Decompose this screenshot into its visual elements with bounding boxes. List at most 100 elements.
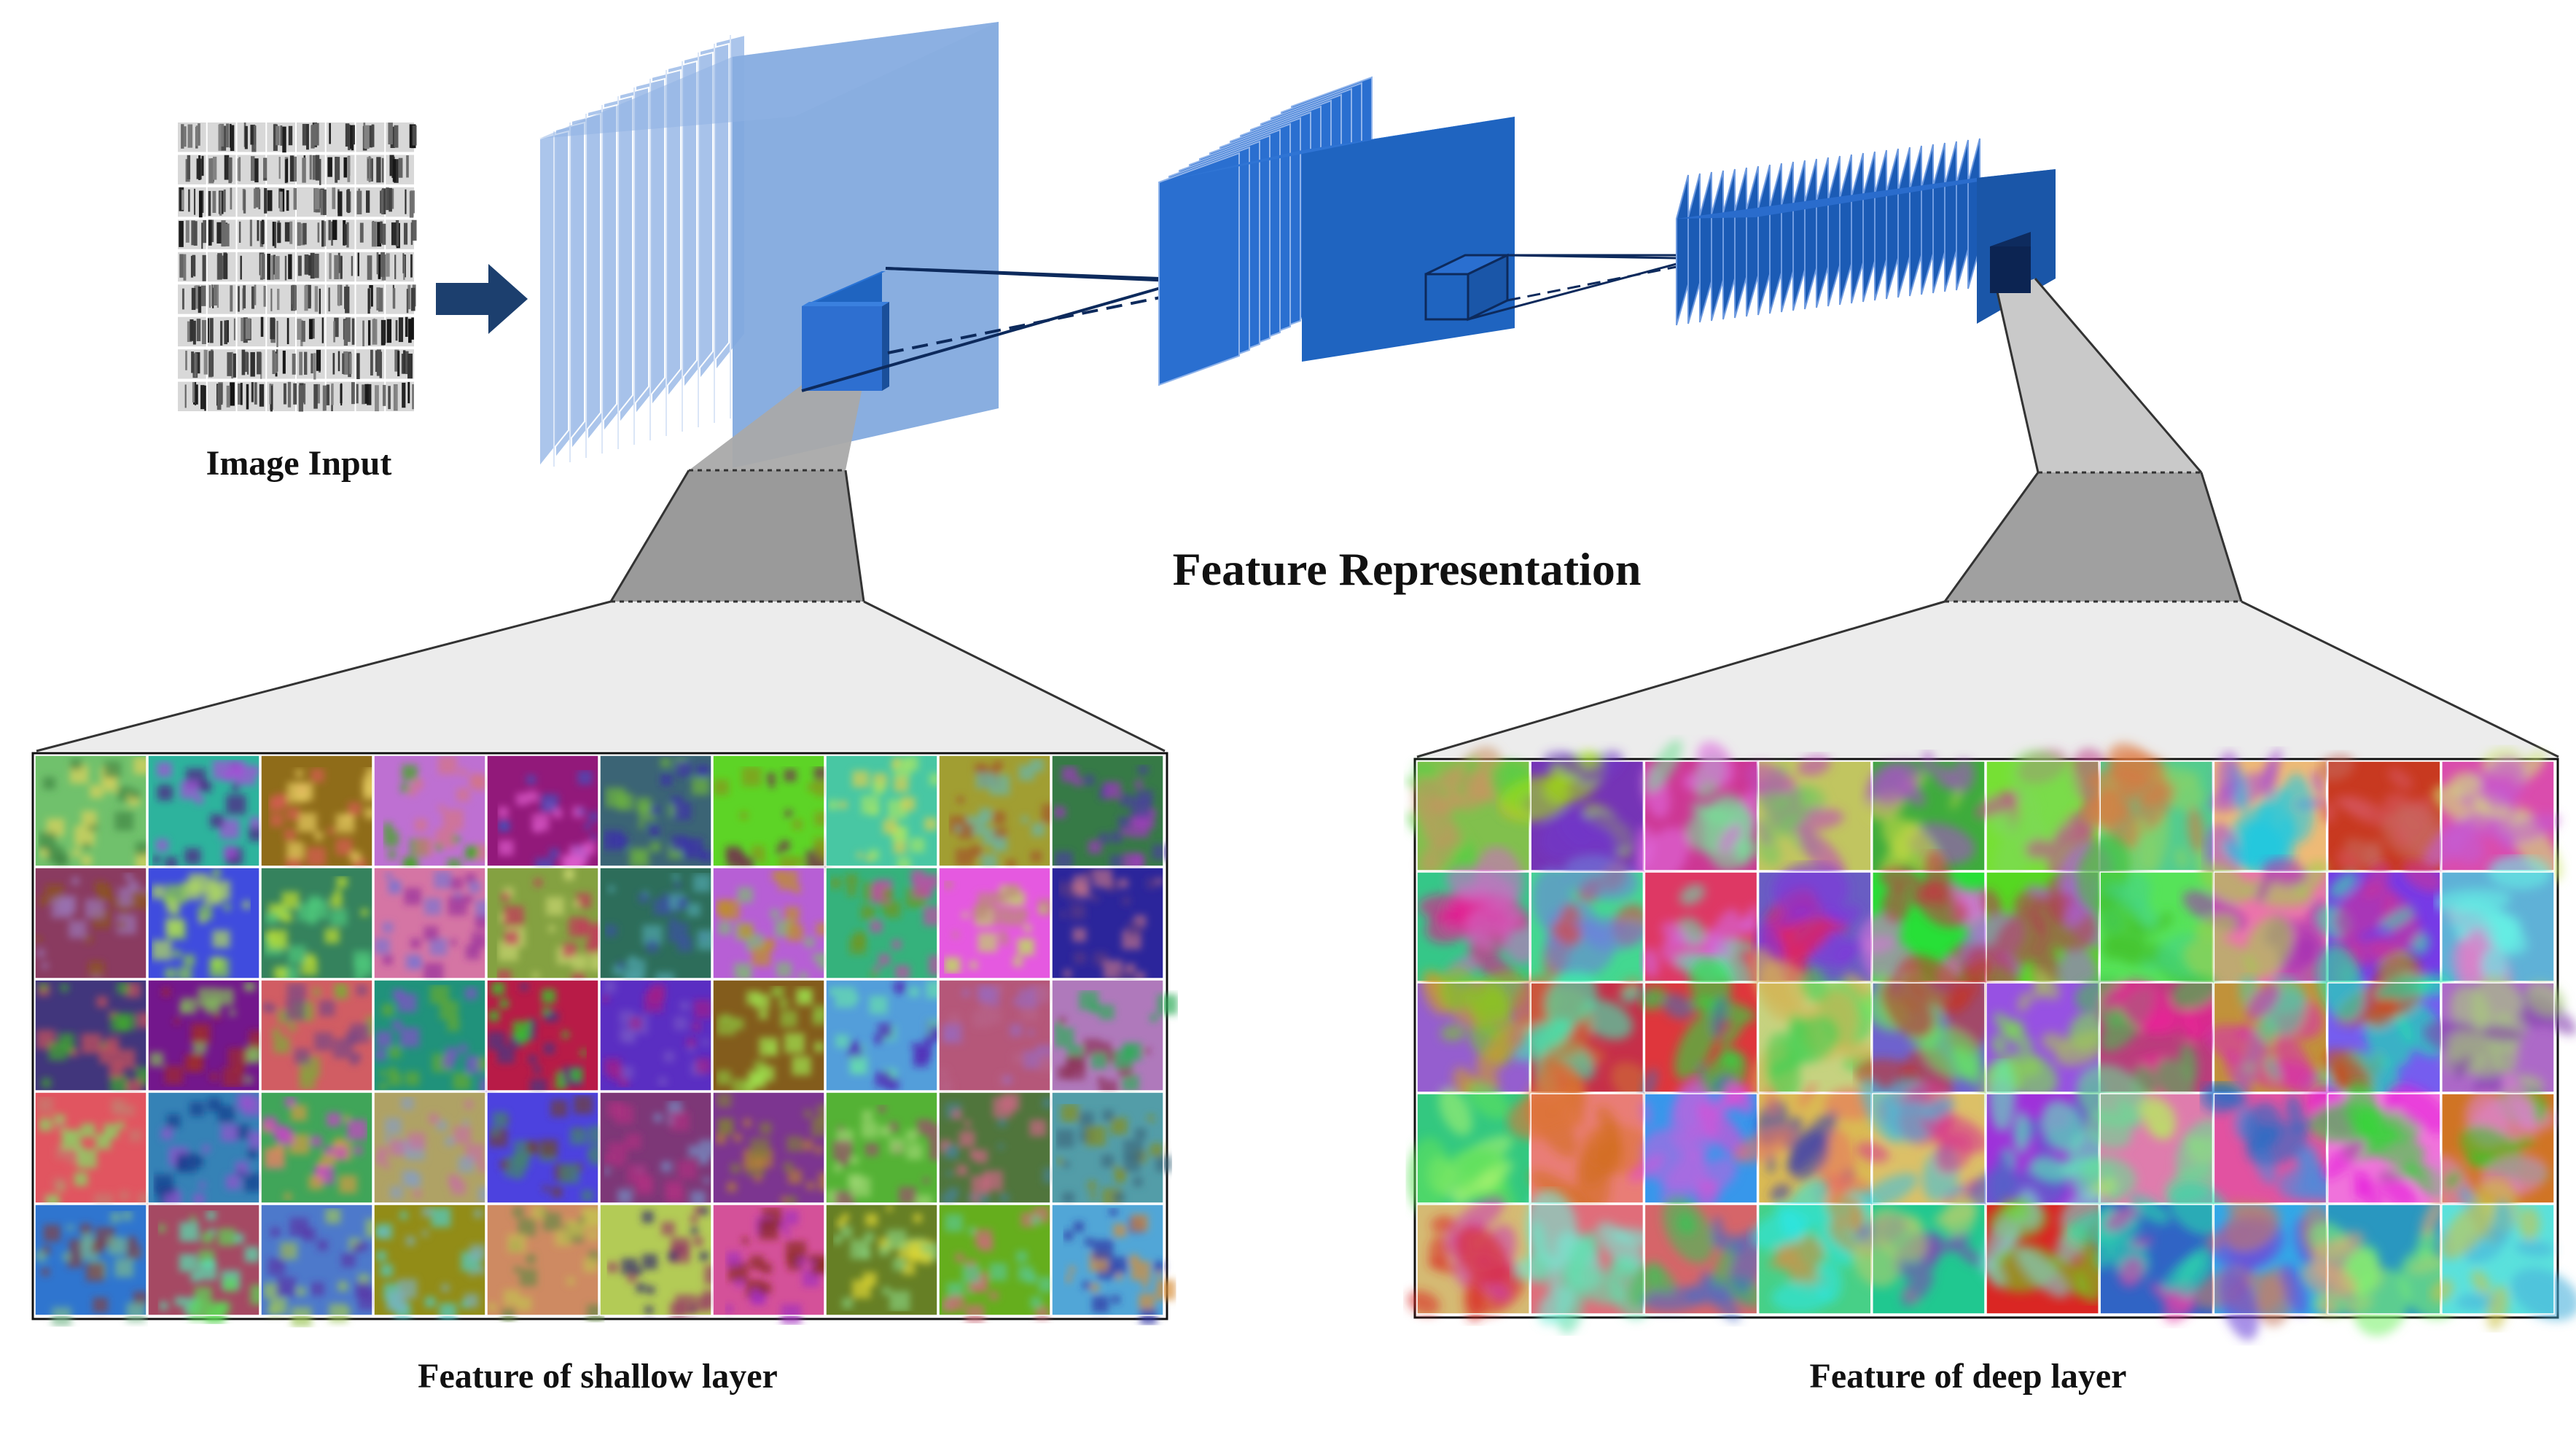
shallow-feature-grid	[31, 752, 1178, 1328]
input-thumbnail	[297, 122, 325, 152]
feature-map-tile	[599, 979, 713, 1091]
feature-map-tile	[1755, 862, 1872, 996]
input-thumbnail	[178, 284, 206, 314]
input-thumbnail	[237, 349, 266, 379]
input-thumbnail	[326, 381, 355, 412]
input-thumbnail	[267, 155, 298, 184]
input-thumbnail	[326, 252, 355, 282]
feature-map-tile	[1979, 1188, 2107, 1315]
feature-map-tile	[712, 755, 835, 873]
feature-map-tile	[599, 1204, 724, 1318]
layer-slice	[1769, 163, 1782, 314]
feature-map-tile	[147, 867, 260, 981]
input-thumbnail	[356, 122, 385, 152]
feature-map-tile	[260, 1091, 373, 1204]
feature-map-tile	[2430, 1072, 2556, 1223]
feature-map-tile	[1051, 1091, 1172, 1207]
diagram-title: Feature Representation	[1172, 543, 1642, 595]
input-arrow-icon	[436, 264, 528, 334]
input-thumbnail	[297, 219, 327, 249]
layer2-front-face	[1302, 117, 1515, 362]
shallow-layer-caption: Feature of shallow layer	[418, 1357, 778, 1396]
feature-map-tile	[2206, 976, 2327, 1100]
feature-map-tile	[599, 755, 713, 868]
feature-map-tile	[825, 755, 942, 872]
layer3-top	[1677, 169, 2056, 219]
input-thumbnail	[178, 349, 208, 379]
input-thumbnail	[178, 252, 206, 282]
input-thumbnail	[297, 187, 327, 217]
layer-slice	[1921, 144, 1934, 295]
input-thumbnail	[237, 252, 266, 282]
input-thumbnail	[207, 252, 236, 282]
input-thumbnail	[178, 187, 206, 218]
feature-map-tile	[712, 979, 827, 1095]
feature-map-tile	[34, 755, 155, 871]
feature-map-tile	[373, 755, 491, 872]
feature-map-tile	[2434, 855, 2555, 1005]
input-thumbnail	[237, 381, 266, 411]
input-thumbnail	[178, 381, 206, 411]
input-thumbnail	[356, 349, 385, 379]
feature-map-tile	[2182, 857, 2336, 1009]
feature-map-tile	[1051, 1204, 1176, 1326]
feature-map-tile	[1499, 751, 1644, 871]
layer-slice	[1874, 149, 1887, 301]
input-thumbnail	[356, 284, 385, 314]
feature-map-tile	[2430, 1178, 2576, 1331]
feature-map-tile	[599, 1091, 717, 1207]
feature-map-tile	[147, 755, 265, 870]
layer-slice	[1792, 160, 1806, 311]
input-thumbnail	[267, 381, 298, 412]
input-thumbnail	[356, 252, 387, 282]
feature-map-tile	[599, 867, 718, 992]
conv-layer-2	[1158, 76, 1515, 386]
feature-map-tile	[1852, 1194, 1986, 1315]
input-thumbnail	[178, 122, 206, 152]
layer-slice	[1851, 152, 1864, 304]
feature-map-tile	[147, 1204, 270, 1324]
feature-map-tile	[486, 979, 599, 1097]
input-thumbnail	[386, 381, 414, 411]
feature-map-tile	[1407, 1082, 1530, 1216]
feature-map-tile	[373, 1091, 495, 1204]
input-thumbnail	[207, 349, 236, 379]
input-thumbnail	[386, 284, 416, 314]
feature-map-tile	[486, 867, 610, 986]
layer-slice	[1897, 147, 1910, 298]
input-thumbnail	[386, 187, 415, 218]
input-thumbnail	[207, 284, 236, 314]
input-thumbnail	[267, 122, 295, 153]
feature-map-tile	[2199, 1081, 2346, 1204]
feature-map-tile	[2317, 754, 2459, 876]
layer-slice	[1944, 141, 1957, 292]
layer-slice	[1687, 173, 1701, 324]
conv-layer-1	[539, 22, 999, 469]
feature-map-tile	[825, 1204, 940, 1316]
layer-slice	[1676, 174, 1689, 326]
layer-slice	[1781, 161, 1794, 313]
feature-map-tile	[486, 1091, 610, 1204]
feature-map-tile	[486, 1204, 605, 1323]
feature-map-tile	[825, 1091, 950, 1213]
input-thumbnail	[237, 284, 266, 314]
feature-map-tile	[373, 979, 498, 1097]
input-thumbnail	[326, 284, 355, 314]
input-thumbnail	[207, 155, 236, 184]
input-thumbnail	[386, 219, 417, 249]
feature-map-tile	[260, 1204, 384, 1328]
feature-map-tile	[712, 1204, 832, 1325]
input-thumbnail	[297, 155, 325, 185]
feature-map-tile	[147, 979, 268, 1091]
feature-map-tile	[260, 867, 373, 986]
layer-slice	[1711, 170, 1724, 322]
input-thumbnail	[267, 316, 295, 348]
input-thumbnail	[356, 381, 387, 412]
layer-slice	[1909, 145, 1922, 297]
layer2-kernel-cube	[1424, 253, 1509, 322]
feature-map-tile	[1749, 948, 1887, 1116]
layer1-top	[539, 22, 999, 139]
input-thumbnail	[178, 316, 206, 347]
feature-map-tile	[1865, 750, 1986, 887]
